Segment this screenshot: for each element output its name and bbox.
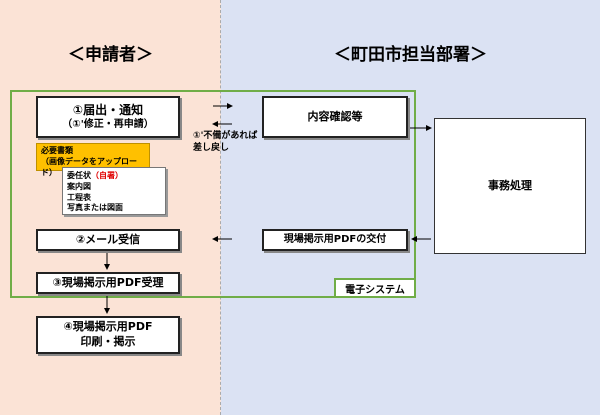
step1-subtitle: （①'修正・再申請） bbox=[62, 119, 154, 131]
step4-line1: ④現場掲示用PDF bbox=[63, 320, 153, 334]
applicant-lane-title: ＜申請者＞ bbox=[68, 45, 153, 65]
pdf-issue-label: 現場掲示用PDFの交付 bbox=[283, 234, 387, 246]
pdf-issue-box: 現場掲示用PDFの交付 bbox=[262, 229, 408, 251]
documents-list: 委任状（自署） 案内図 工程表 写真または図面 bbox=[62, 167, 166, 215]
document-item: 委任状（自署） bbox=[67, 171, 123, 180]
return-note-line1: ①'不備があれば bbox=[193, 131, 258, 141]
step2-label: ②メール受信 bbox=[75, 232, 141, 246]
electronic-system-frame bbox=[10, 90, 416, 298]
city-lane-title: ＜町田市担当部署＞ bbox=[334, 45, 487, 65]
review-box: 内容確認等 bbox=[262, 96, 408, 138]
step4-line2: 印刷・掲示 bbox=[80, 335, 136, 348]
review-label: 内容確認等 bbox=[307, 109, 363, 123]
electronic-system-label: 電子システム bbox=[334, 278, 414, 296]
return-note: ①'不備があれば 差し戻し bbox=[193, 131, 273, 154]
lane-divider bbox=[220, 0, 221, 415]
signature-note: （自署） bbox=[91, 171, 123, 180]
processing-label: 事務処理 bbox=[488, 178, 532, 192]
step1-submit-box: ①届出・通知 （①'修正・再申請） bbox=[36, 96, 180, 138]
processing-box: 事務処理 bbox=[434, 118, 586, 254]
document-item: 案内図 bbox=[67, 181, 91, 191]
step3-label: ③現場掲示用PDF受理 bbox=[52, 275, 164, 289]
document-item: 工程表 bbox=[67, 192, 91, 202]
step2-email-box: ②メール受信 bbox=[36, 229, 180, 251]
documents-title: 必要書類 bbox=[41, 146, 73, 155]
document-item: 写真または図面 bbox=[67, 203, 123, 213]
step1-title: ①届出・通知 bbox=[72, 103, 144, 118]
documents-subtitle: （画像データをアップロード） bbox=[41, 156, 137, 177]
step3-receive-box: ③現場掲示用PDF受理 bbox=[36, 272, 180, 294]
step4-print-box: ④現場掲示用PDF 印刷・掲示 bbox=[36, 316, 180, 354]
return-note-line2: 差し戻し bbox=[193, 142, 230, 153]
